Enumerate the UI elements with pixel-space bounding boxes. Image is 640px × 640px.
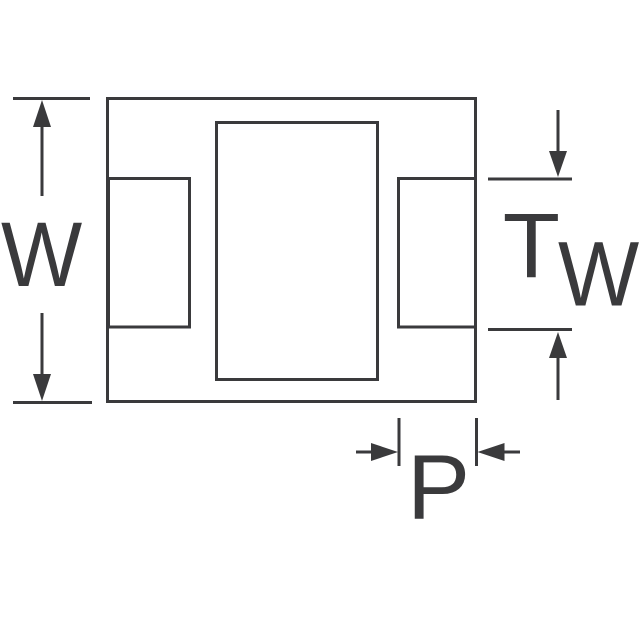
svg-text:P: P — [407, 436, 470, 538]
svg-text:T: T — [503, 194, 560, 297]
svg-text:W: W — [558, 222, 639, 325]
svg-text:W: W — [1, 202, 82, 305]
